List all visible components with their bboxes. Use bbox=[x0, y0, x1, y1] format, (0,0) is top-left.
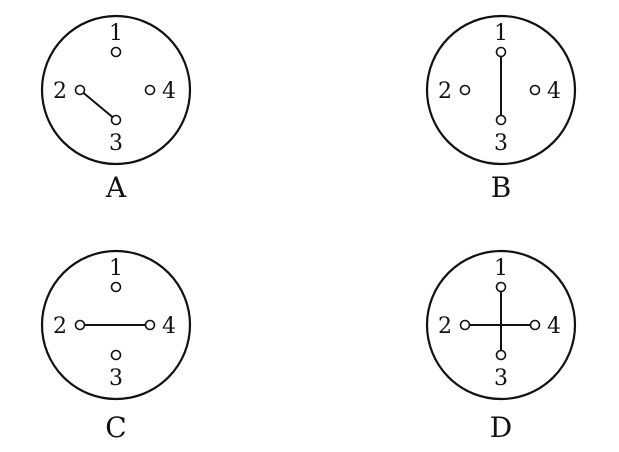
terminal-2 bbox=[459, 84, 471, 96]
terminal-label-4: 4 bbox=[547, 79, 561, 104]
terminal-label-1: 1 bbox=[109, 21, 123, 46]
terminal-label-2: 2 bbox=[53, 314, 67, 339]
diagram-caption: B bbox=[491, 171, 512, 204]
terminal-label-2: 2 bbox=[438, 314, 452, 339]
terminal-2 bbox=[74, 319, 86, 331]
diagram-caption: C bbox=[105, 411, 126, 444]
terminal-label-3: 3 bbox=[494, 131, 508, 156]
terminal-label-3: 3 bbox=[109, 131, 123, 156]
terminal-3 bbox=[495, 349, 507, 361]
connection-2-3 bbox=[79, 89, 117, 121]
diagram-caption: D bbox=[490, 411, 512, 444]
diagram-a: 1 2 3 4A bbox=[40, 14, 192, 204]
diagram-b: 1 2 3 4B bbox=[425, 14, 577, 204]
terminal-label-3: 3 bbox=[109, 366, 123, 391]
terminal-label-2: 2 bbox=[53, 79, 67, 104]
terminal-label-1: 1 bbox=[109, 256, 123, 281]
terminal-1 bbox=[110, 281, 122, 293]
terminal-1 bbox=[495, 46, 507, 58]
terminal-label-2: 2 bbox=[438, 79, 452, 104]
terminal-4 bbox=[144, 84, 156, 96]
terminal-label-1: 1 bbox=[494, 21, 508, 46]
diagram-c: 1 2 3 4C bbox=[40, 249, 192, 444]
outer-ring bbox=[40, 14, 192, 166]
terminal-3 bbox=[495, 114, 507, 126]
terminal-2 bbox=[74, 84, 86, 96]
terminal-1 bbox=[110, 46, 122, 58]
diagram-caption: A bbox=[105, 171, 127, 204]
terminal-4 bbox=[529, 319, 541, 331]
terminal-label-3: 3 bbox=[494, 366, 508, 391]
terminal-label-1: 1 bbox=[494, 256, 508, 281]
terminal-2 bbox=[459, 319, 471, 331]
terminal-label-4: 4 bbox=[547, 314, 561, 339]
terminal-4 bbox=[529, 84, 541, 96]
outer-ring bbox=[40, 249, 192, 401]
terminal-1 bbox=[495, 281, 507, 293]
diagram-d: 1 2 3 4D bbox=[425, 249, 577, 444]
outer-ring bbox=[425, 249, 577, 401]
terminal-4 bbox=[144, 319, 156, 331]
terminal-3 bbox=[110, 114, 122, 126]
outer-ring bbox=[425, 14, 577, 166]
terminal-label-4: 4 bbox=[162, 79, 176, 104]
terminal-3 bbox=[110, 349, 122, 361]
terminal-label-4: 4 bbox=[162, 314, 176, 339]
